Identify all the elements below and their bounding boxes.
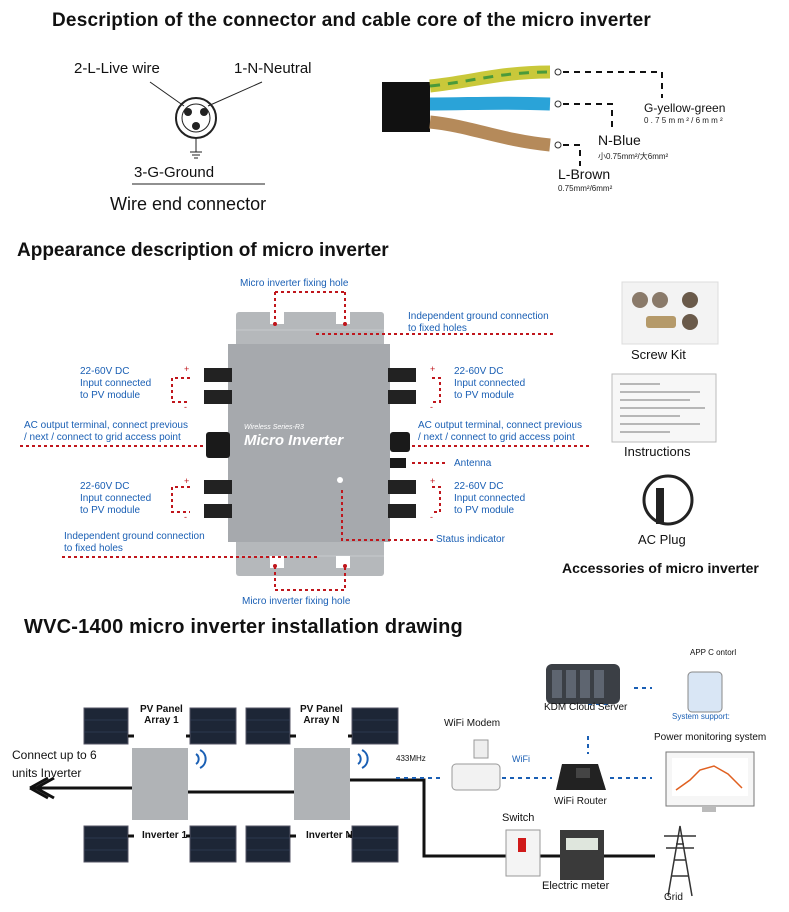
inverter-n-label: Inverter N: [306, 830, 353, 841]
wifi-router-label: WiFi Router: [554, 796, 607, 807]
yellow-green-label: G-yellow-green: [644, 101, 726, 115]
screw-kit-label: Screw Kit: [631, 347, 686, 362]
installation-graphics: [29, 664, 755, 897]
ground-top-label-2: to fixed holes: [408, 323, 467, 334]
ground-bottom-label-2: to fixed holes: [64, 543, 123, 554]
frequency-label: 433MHz: [396, 754, 426, 763]
ground-label: 3-G-Ground: [134, 164, 215, 181]
wifi-link-label: WiFi: [512, 754, 530, 764]
system-support-label: System support:: [672, 712, 730, 721]
instructions-icon: [611, 373, 717, 443]
wire-end-connector-label: Wire end connector: [110, 194, 267, 214]
ground-bottom-label: Independent ground connection: [64, 531, 205, 542]
blue-label: N-Blue: [598, 132, 641, 148]
instructions-label: Instructions: [624, 444, 691, 459]
antenna-label: Antenna: [454, 458, 492, 469]
device-series-text: Wireless Series-R3: [244, 424, 304, 431]
connector-section-title: Description of the connector and cable c…: [52, 10, 651, 31]
yellow-green-spec: 0 . 7 5 m m ² / 6 m m ²: [644, 116, 723, 125]
wifi-modem-label: WiFi Modem: [444, 718, 501, 729]
ac-plug-label: AC Plug: [638, 532, 686, 547]
ac-plug-icon: [642, 474, 694, 526]
callout-dots: [273, 322, 347, 568]
appearance-section-title: Appearance description of micro inverter: [17, 240, 389, 261]
fixing-hole-top-label: Micro inverter fixing hole: [240, 278, 349, 289]
connector-face-icon: [132, 81, 265, 185]
screw-kit-icon: [621, 281, 719, 345]
micro-inverter-device: [204, 312, 416, 576]
live-wire-label: 2-L-Live wire: [74, 60, 160, 77]
switch-label: Switch: [502, 812, 535, 824]
accessories-caption: Accessories of micro inverter: [562, 560, 759, 576]
cloud-server-label: KDM Cloud Server: [544, 702, 628, 713]
callout-lines: [20, 291, 590, 591]
neutral-label: 1-N-Neutral: [234, 60, 312, 77]
fixing-hole-bottom-label: Micro inverter fixing hole: [242, 596, 351, 607]
ac-output-right: AC output terminal, connect previous/ ne…: [418, 420, 582, 443]
brown-label: L-Brown: [558, 166, 611, 182]
cable-core-icon: [382, 65, 663, 166]
ac-output-left: AC output terminal, connect previous/ ne…: [24, 420, 188, 443]
electric-meter-label: Electric meter: [542, 880, 610, 892]
blue-spec: 小0.75mm²/大6mm²: [598, 152, 669, 161]
installation-section-title: WVC-1400 micro inverter installation dra…: [24, 616, 463, 638]
app-control-label: APP C ontorl: [690, 648, 737, 657]
grid-label: Grid: [664, 892, 683, 903]
device-name-text: Micro Inverter: [244, 432, 344, 449]
ground-top-label: Independent ground connection: [408, 311, 549, 322]
brown-spec: 0.75mm²/6mm²: [558, 184, 613, 193]
power-monitoring-label: Power monitoring system: [654, 732, 767, 743]
status-indicator-label: Status indicator: [436, 534, 505, 545]
inverter-1-label: Inverter 1: [142, 830, 188, 841]
